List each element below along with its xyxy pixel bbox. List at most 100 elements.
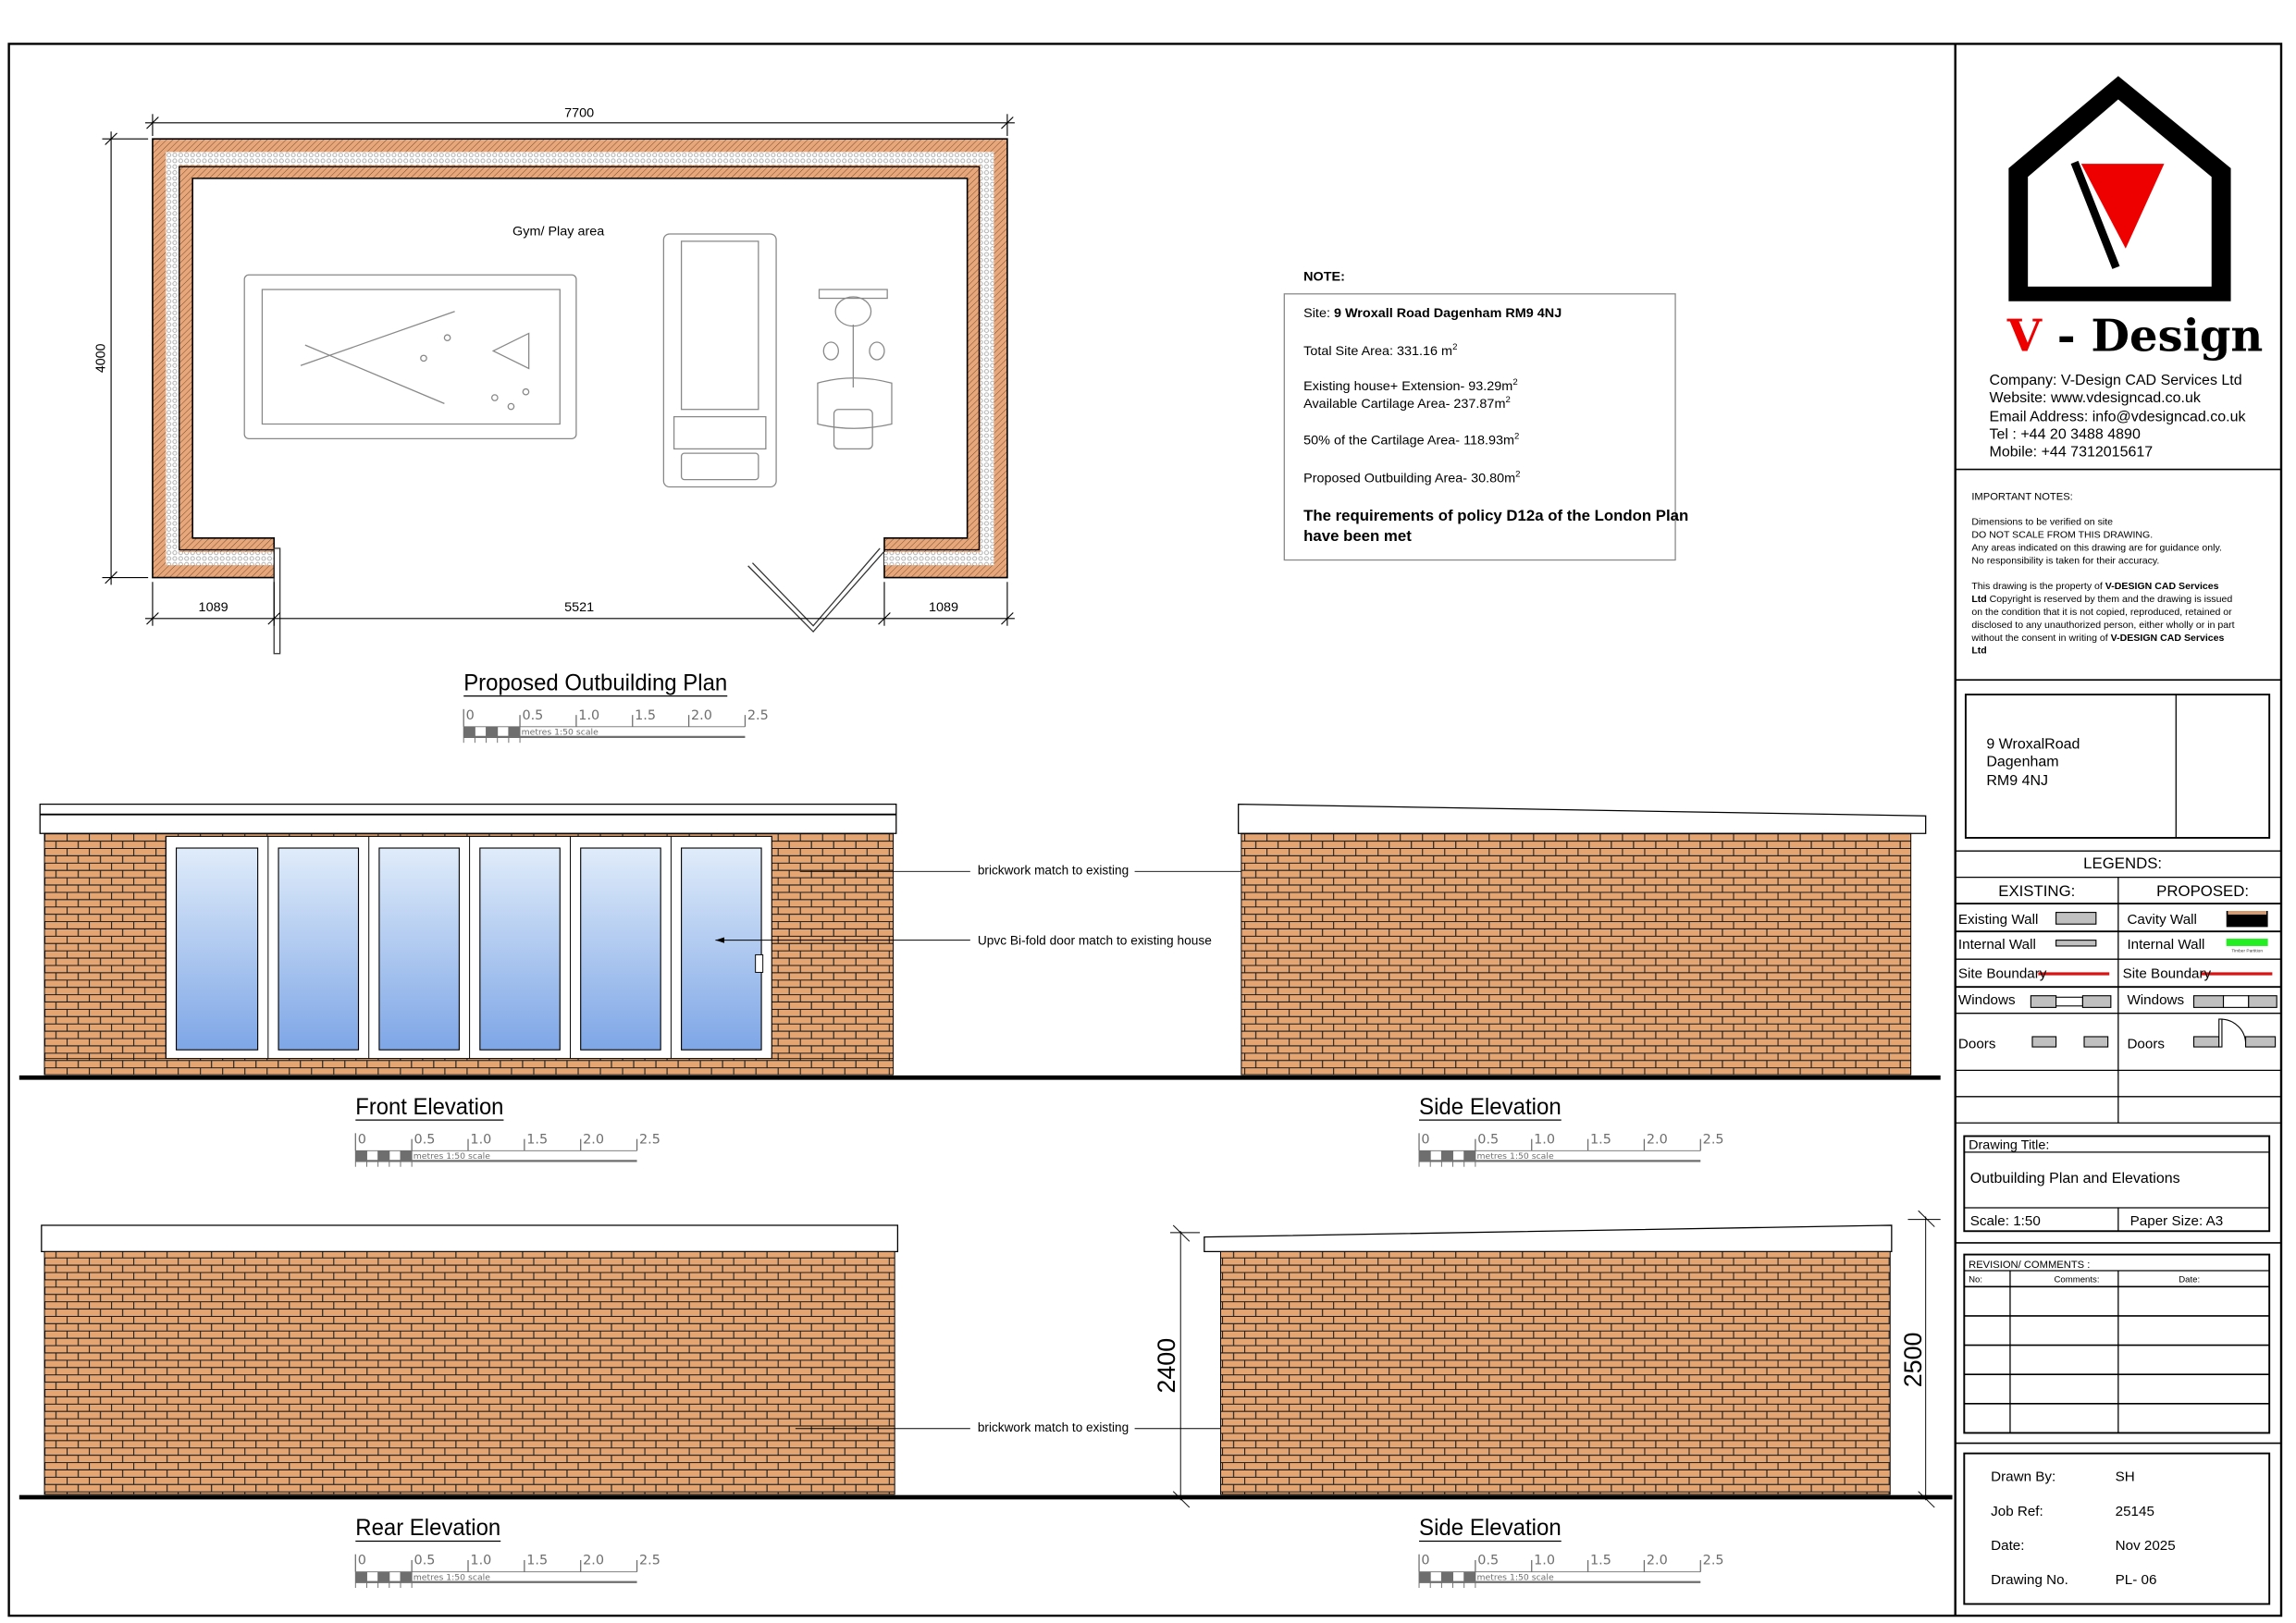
copyright-segment: disclosed to any unauthorized person, ei…: [1971, 620, 2234, 631]
cavity-wall-symbol: [2226, 911, 2268, 928]
note-total-site-area: Total Site Area: 331.16 m2: [1303, 342, 1457, 359]
info-label: Job Ref:: [1991, 1504, 2043, 1519]
scale-tick-label: 1.5: [526, 1132, 548, 1147]
front-elevation: Front Elevation: [19, 803, 1941, 1121]
legend-proposed-item: Windows: [2127, 992, 2184, 1008]
legend-existing-item: Internal Wall: [1958, 937, 2036, 953]
copyright-line: without the consent in writing of V-DESI…: [1970, 633, 2224, 644]
wall-insulation: [166, 152, 994, 566]
scale-caption: metres 1:50 scale: [1476, 1151, 1553, 1162]
existing-window-symbol: [2030, 995, 2112, 1008]
proposed-window-symbol: [2192, 995, 2277, 1008]
info-value: SH: [2116, 1469, 2135, 1485]
important-note-line: DO NOT SCALE FROM THIS DRAWING.: [1971, 530, 2153, 541]
scale-block: [463, 726, 475, 737]
address-box: [1964, 694, 2271, 839]
info-label: Drawing No.: [1991, 1572, 2068, 1588]
scale-block: [1419, 1571, 1431, 1582]
door-handle-icon: [755, 953, 764, 973]
scale-block: [1441, 1150, 1453, 1162]
scale-tick-label: 0.5: [414, 1132, 436, 1147]
scale-block: [355, 1150, 367, 1162]
paper-size: Paper Size: A3: [2130, 1213, 2224, 1229]
plan-dimensions: [102, 114, 1015, 626]
elevation-annotations: brickwork match to existing Upvc Bi-fold…: [715, 864, 1304, 947]
arrowhead: [715, 937, 725, 943]
legend-proposed-item: Site Boundary: [2123, 966, 2212, 982]
logo-slash: [2070, 160, 2120, 269]
company-logo: V - Design: [2006, 76, 2264, 363]
scale-tick-label: 2.5: [639, 1554, 660, 1568]
scale-block: [400, 1150, 413, 1162]
legend-proposed-item: Cavity Wall: [2127, 912, 2196, 928]
brick-wall: [1219, 1250, 1891, 1495]
important-note-line: No responsibility is taken for their acc…: [1971, 555, 2159, 566]
side-elevation-title: Side Elevation: [1419, 1094, 1562, 1120]
note-half-cartilage: 50% of the Cartilage Area- 118.93m2: [1303, 431, 1519, 448]
scale-block: [1441, 1571, 1453, 1582]
side-elevation-top: Side Elevation: [1238, 803, 1927, 1121]
dim-right-return: 1089: [929, 600, 958, 615]
drawing-title-label: Drawing Title:: [1969, 1138, 2049, 1153]
scale-tick-label: 2.5: [639, 1132, 660, 1147]
address-line: RM9 4NJ: [1986, 773, 2048, 789]
copyright-segment: Ltd: [1971, 594, 1986, 605]
scale-tick-label: 1.5: [1590, 1554, 1611, 1568]
height-left: 2400: [1153, 1338, 1180, 1394]
note-existing-house: Existing house+ Extension- 93.29m2: [1303, 377, 1518, 394]
legend-proposed-item: Doors: [2127, 1037, 2165, 1052]
scale-tick-label: 0.5: [414, 1554, 436, 1568]
existing-heading: EXISTING:: [1998, 882, 2075, 900]
legends-heading: LEGENDS:: [2083, 855, 2162, 872]
company-email[interactable]: Email Address: info@vdesigncad.co.uk: [1990, 409, 2246, 424]
side-elevation-bottom: 2400 2500 Side Elevation: [1153, 1210, 1941, 1543]
proposed-door-symbol: [2192, 1018, 2277, 1048]
scale-tick-label: 1.0: [470, 1132, 491, 1147]
important-note-line: Any areas indicated on this drawing are …: [1971, 542, 2222, 553]
existing-internal-wall-symbol: [2055, 940, 2097, 947]
scale-tick-label: 2.0: [1647, 1554, 1668, 1568]
info-value: Nov 2025: [2116, 1538, 2176, 1554]
copyright-segment: Ltd: [1971, 646, 1986, 657]
rear-elevation-title: Rear Elevation: [355, 1515, 500, 1541]
scale-caption: metres 1:50 scale: [1476, 1572, 1553, 1582]
scale-tick-label: 2.5: [747, 708, 769, 723]
glass-panel: [479, 847, 561, 1051]
scale-tick-label: 2.5: [1703, 1554, 1724, 1568]
cavity-wall: [152, 138, 1008, 579]
info-value: PL- 06: [2116, 1572, 2157, 1588]
dim-overall-width: 7700: [564, 106, 594, 121]
glass-panel: [681, 847, 762, 1051]
drawing-scale: Scale: 1:50: [1970, 1213, 2041, 1229]
site-address: 9 WroxalRoad Dagenham RM9 4NJ: [1986, 737, 2080, 789]
address-line: 9 WroxalRoad: [1986, 737, 2080, 753]
copyright-segment: on the condition that it is not copied, …: [1971, 607, 2232, 618]
company-details: Company: V-Design CAD Services Ltd Websi…: [1990, 373, 2246, 460]
scale-tick-label: 1.5: [526, 1554, 548, 1568]
logo-red-triangle: [2080, 164, 2165, 249]
scale-block: [377, 1571, 389, 1582]
brick-wall: [43, 1250, 895, 1495]
revision-col-date: Date:: [2179, 1275, 2200, 1285]
revision-col-comments: Comments:: [2054, 1275, 2099, 1285]
address-line: Dagenham: [1986, 755, 2058, 770]
copyright-line: disclosed to any unauthorized person, ei…: [1971, 620, 2234, 631]
legend-table: LEGENDS: EXISTING: PROPOSED: Timber Part…: [1955, 850, 2281, 1124]
dim-overall-depth: 4000: [94, 344, 109, 374]
proposed-heading: PROPOSED:: [2156, 882, 2249, 900]
company-name: Company: V-Design CAD Services Ltd: [1990, 373, 2242, 388]
bi-fold-door: [43, 835, 894, 1076]
room-label: Gym/ Play area: [512, 225, 604, 240]
logo-house-icon: [2008, 76, 2231, 301]
note-policy-line-1: The requirements of policy D12a of the L…: [1303, 507, 1688, 524]
company-website[interactable]: Website: www.vdesigncad.co.uk: [1990, 390, 2201, 406]
scale-block: [1463, 1150, 1475, 1162]
scale-tick-label: 0: [358, 1554, 366, 1568]
logo-wordmark: V - Design: [2006, 311, 2264, 363]
scale-tick-label: 0.5: [1477, 1132, 1499, 1147]
